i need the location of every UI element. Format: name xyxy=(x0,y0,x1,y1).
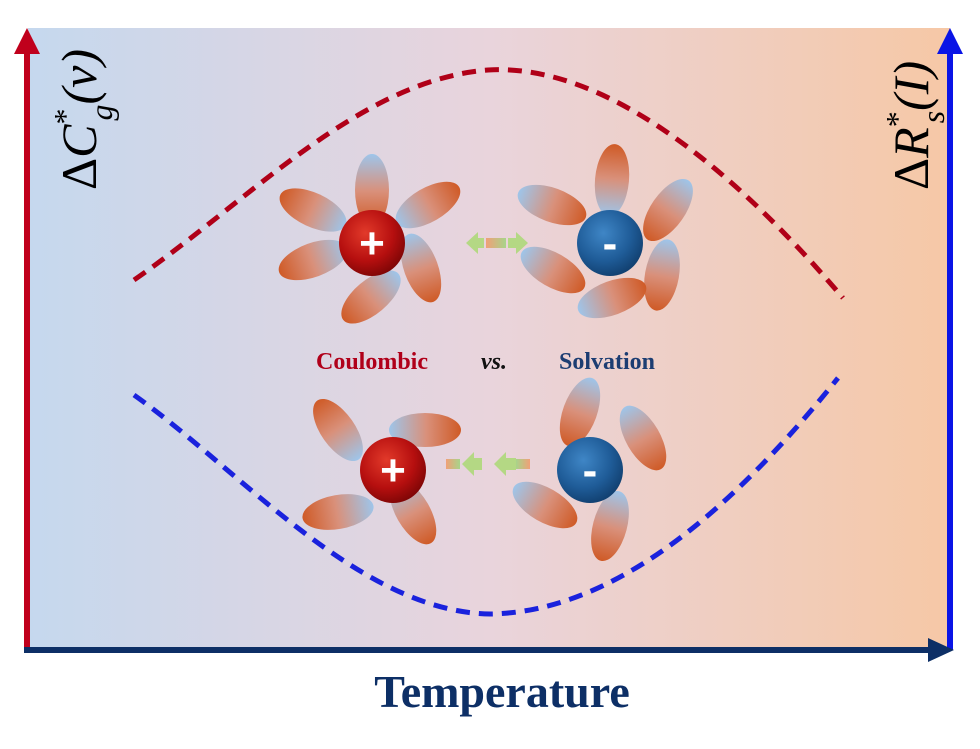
upper-dashed-curve xyxy=(132,67,845,300)
left-axis xyxy=(14,28,40,650)
cation-cluster-lower xyxy=(299,390,461,552)
anion-cluster-upper xyxy=(512,142,703,327)
anion-cluster-lower xyxy=(505,372,676,566)
x-axis xyxy=(24,638,954,662)
left-axis-label: ΔC*g(v) xyxy=(47,49,119,190)
x-axis-label: Temperature xyxy=(374,666,630,717)
anion-sign-upper: - xyxy=(603,219,618,268)
cation-sign-upper: + xyxy=(359,219,385,268)
cation-sign-lower: + xyxy=(380,446,406,495)
right-axis xyxy=(937,28,963,650)
cation-sphere-lower xyxy=(360,437,426,503)
attraction-arrows xyxy=(446,452,530,476)
svg-text:ΔR*s(I): ΔR*s(I) xyxy=(879,61,951,190)
anion-sphere xyxy=(577,210,643,276)
solvation-label: Solvation xyxy=(559,349,655,375)
cation-cluster-upper xyxy=(273,154,468,334)
background-panel xyxy=(28,28,950,650)
right-axis-label: ΔR*s(I) xyxy=(879,61,951,190)
lower-dashed-curve xyxy=(132,376,840,617)
repulsion-arrows xyxy=(466,232,528,254)
svg-text:ΔC*g(v): ΔC*g(v) xyxy=(47,49,119,190)
coulombic-label: Coulombic xyxy=(316,349,428,375)
anion-sphere-lower xyxy=(557,437,623,503)
anion-sign-lower: - xyxy=(583,446,598,495)
vs-label: vs. xyxy=(481,349,507,375)
cation-sphere xyxy=(339,210,405,276)
